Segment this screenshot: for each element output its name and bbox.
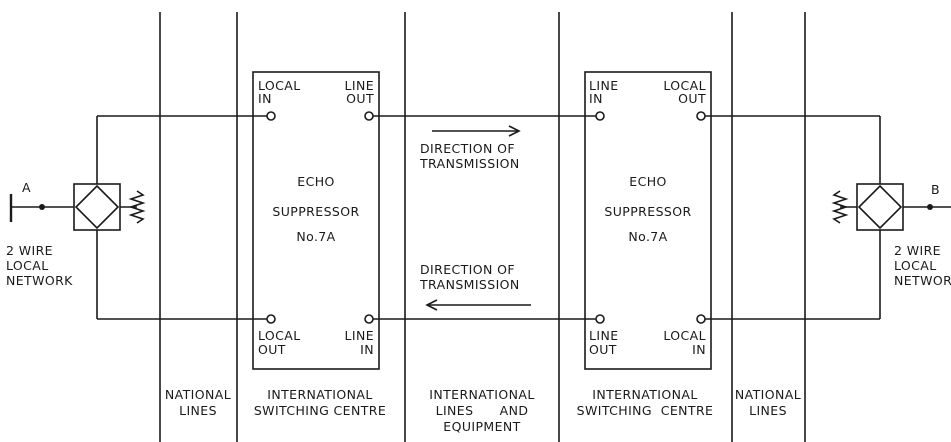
line-in-label: LINE: [589, 78, 619, 93]
zone-boundaries: [159, 12, 806, 442]
line-in-label: LINE: [345, 328, 375, 343]
local-out-label: OUT: [678, 91, 706, 106]
network-label: NETWORK: [6, 273, 73, 288]
hybrid-transformer-icon: [73, 183, 121, 231]
local-in-label: LOCAL: [663, 328, 706, 343]
network-label: NETWORK: [894, 273, 951, 288]
line-in-label: IN: [360, 342, 374, 357]
direction-label: TRANSMISSION: [419, 156, 520, 171]
subscriber-a-letter: A: [22, 180, 31, 195]
local-in-label: LOCAL: [258, 78, 301, 93]
zone-label: LINES: [749, 403, 787, 418]
suppressor-box: [584, 71, 712, 370]
direction-label: TRANSMISSION: [419, 277, 520, 292]
echo-suppressor-left: LOCAL IN LINE OUT ECHO SUPPRESSOR No.7A …: [252, 71, 380, 370]
zone-label: LINES: [179, 403, 217, 418]
network-label: 2 WIRE: [894, 243, 941, 258]
line-out-label: OUT: [346, 91, 374, 106]
terminal: [364, 111, 374, 121]
local-out-label: OUT: [258, 342, 286, 357]
zone-label: INTERNATIONAL: [592, 387, 697, 402]
zone-label: INTERNATIONAL: [429, 387, 534, 402]
hybrid-transformer-icon: [856, 183, 904, 231]
hybrid-a: A 2 WIRE LOCAL NETWORK: [6, 180, 146, 288]
direction-label: DIRECTION OF: [420, 262, 515, 277]
line-out-label: LINE: [345, 78, 375, 93]
direction-bottom: DIRECTION OF TRANSMISSION: [419, 262, 531, 311]
zone-label: SWITCHING CENTRE: [254, 403, 386, 418]
terminal: [595, 314, 605, 324]
zone-label: NATIONAL: [165, 387, 231, 402]
terminal: [696, 314, 706, 324]
suppressor-title: ECHO: [629, 174, 666, 189]
suppressor-title: SUPPRESSOR: [604, 204, 691, 219]
network-label: LOCAL: [894, 258, 937, 273]
suppressor-model: No.7A: [296, 229, 335, 244]
suppressor-title: SUPPRESSOR: [272, 204, 359, 219]
zone-label: LINES AND: [436, 403, 529, 418]
terminal: [595, 111, 605, 121]
transmission-paths: [96, 115, 881, 320]
line-out-label: LINE: [589, 328, 619, 343]
suppressor-box: [252, 71, 380, 370]
left-arrow-icon: [425, 299, 438, 311]
local-in-label: IN: [692, 342, 706, 357]
direction-top: DIRECTION OF TRANSMISSION: [419, 125, 521, 171]
right-arrow-icon: [508, 125, 521, 137]
suppressor-model: No.7A: [628, 229, 667, 244]
zone-label: INTERNATIONAL: [267, 387, 372, 402]
junction-dot: [927, 204, 933, 210]
hybrid-transformer-icon: [74, 184, 120, 230]
line-in-label: IN: [589, 91, 603, 106]
hybrid-b: B 2 WIRE LOCAL NETWORK: [831, 182, 951, 288]
local-out-label: LOCAL: [663, 78, 706, 93]
network-label: LOCAL: [6, 258, 49, 273]
echo-suppressor-right: LINE IN LOCAL OUT ECHO SUPPRESSOR No.7A …: [584, 71, 712, 370]
subscriber-b-letter: B: [931, 182, 940, 197]
zone-labels: NATIONAL LINES INTERNATIONAL SWITCHING C…: [165, 387, 801, 434]
terminal: [364, 314, 374, 324]
line-out-label: OUT: [589, 342, 617, 357]
hybrid-transformer-icon: [857, 184, 903, 230]
suppressor-title: ECHO: [297, 174, 334, 189]
direction-label: DIRECTION OF: [420, 141, 515, 156]
zone-label: SWITCHING CENTRE: [577, 403, 714, 418]
balance-network-icon: [128, 190, 146, 224]
terminal: [266, 111, 276, 121]
zone-label: NATIONAL: [735, 387, 801, 402]
terminal: [696, 111, 706, 121]
terminal: [266, 314, 276, 324]
network-label: 2 WIRE: [6, 243, 53, 258]
local-out-label: LOCAL: [258, 328, 301, 343]
zone-label: EQUIPMENT: [443, 419, 520, 434]
local-in-label: IN: [258, 91, 272, 106]
junction-dot: [39, 204, 45, 210]
